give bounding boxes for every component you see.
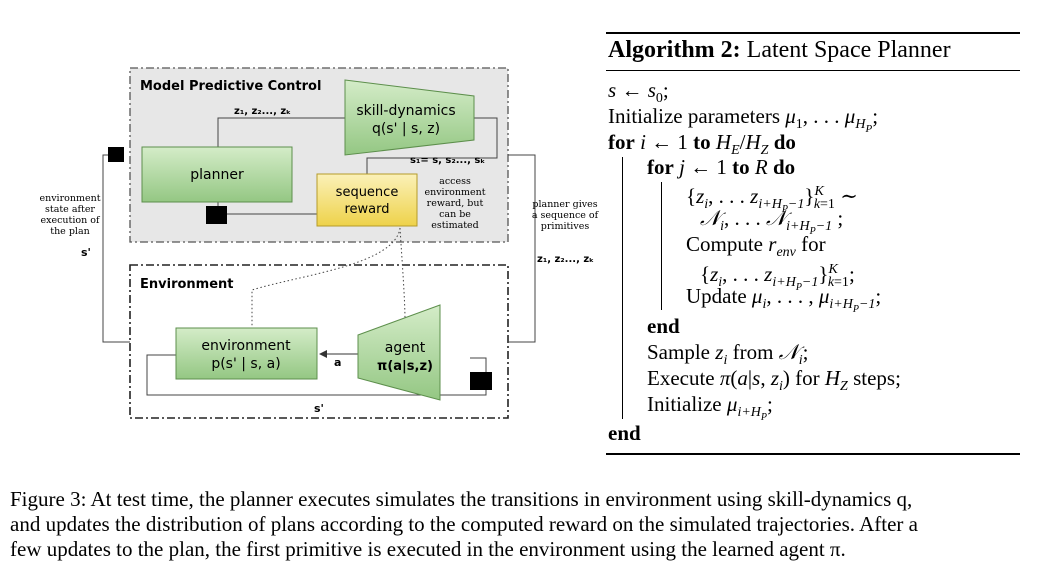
agent-block xyxy=(357,304,441,401)
planner-gives-note: planner gives a sequence of primitives xyxy=(532,199,600,232)
skill-dynamics-formula: q(s' | s, z) xyxy=(372,121,440,137)
figure-caption: Figure 3: At test time, the planner exec… xyxy=(10,487,1046,562)
algorithm-line-8: {zi, . . . zi+HP−1}Kk=1; xyxy=(700,262,855,293)
algorithm-line-1: s ← s0; xyxy=(608,78,669,107)
s-sequence: s₁= s, s₂..., sₖ xyxy=(410,155,485,166)
environment-formula: p(s' | s, a) xyxy=(211,356,280,372)
agent-label: agent xyxy=(385,340,426,356)
env-state-note: environment state after execution of the… xyxy=(39,193,101,237)
algorithm-title-rule xyxy=(606,70,1020,71)
algorithm-line-10: end xyxy=(647,314,680,338)
for-j-scope-bar xyxy=(661,182,662,310)
access-note-line: access xyxy=(439,176,471,187)
skill-dynamics-block xyxy=(344,79,475,156)
agent-marker xyxy=(470,372,492,390)
planner-gives-note-line: primitives xyxy=(541,221,590,232)
sequence-reward-block xyxy=(316,173,418,227)
access-note: access environment reward, but can be es… xyxy=(424,176,485,231)
agent-policy: π(a|s,z) xyxy=(377,359,433,374)
caption-line: and updates the distribution of plans ac… xyxy=(10,512,918,536)
access-note-line: can be xyxy=(439,209,471,220)
planner-gives-note-line: planner gives xyxy=(532,199,597,210)
access-note-line: estimated xyxy=(431,220,479,231)
environment-title: Environment xyxy=(140,277,234,292)
mpc-diagram: Model Predictive Control Environment sk xyxy=(39,67,600,419)
env-state-note-line: execution of xyxy=(41,215,101,226)
planner-marker xyxy=(206,206,227,224)
environment-block xyxy=(175,327,318,380)
s-prime-left: s' xyxy=(81,246,91,259)
action-label: a xyxy=(334,356,341,369)
algorithm-line-13: Initialize μi+HP; xyxy=(647,392,773,423)
algorithm-title-name: Latent Space Planner xyxy=(740,37,951,63)
env-state-note-line: environment xyxy=(39,193,100,204)
algorithm-top-rule xyxy=(606,32,1020,34)
caption-line: few updates to the plan, the first primi… xyxy=(10,537,846,561)
for-i-scope-bar xyxy=(622,157,623,419)
algorithm-line-9: Update μi, . . . , μi+HP−1; xyxy=(686,284,882,315)
sequence-reward-label-1: sequence xyxy=(336,185,399,200)
skill-dynamics-label: skill-dynamics xyxy=(356,103,455,119)
s-prime-bottom: s' xyxy=(314,402,324,415)
algorithm-bottom-rule xyxy=(606,453,1020,455)
env-state-note-line: the plan xyxy=(50,226,89,237)
planner-block xyxy=(141,146,293,203)
algorithm-line-6: 𝒩i, . . . 𝒩i+HP−1 ; xyxy=(700,206,844,237)
algorithm-line-2: Initialize parameters μ1, . . . μHP; xyxy=(608,104,879,135)
algorithm-line-3: for i ← 1 to HE/HZ do xyxy=(608,130,796,159)
access-note-line: environment xyxy=(424,187,485,198)
algorithm-line-12: Execute π(a|s, zi) for HZ steps; xyxy=(647,366,901,395)
sequence-reward-label-2: reward xyxy=(344,202,389,217)
planner-label: planner xyxy=(190,167,244,183)
mpc-title: Model Predictive Control xyxy=(140,79,321,94)
algorithm-line-14: end xyxy=(608,421,641,445)
algorithm-line-7: Compute renv for xyxy=(686,232,826,261)
state-marker xyxy=(108,147,124,162)
algorithm-line-11: Sample zi from 𝒩i; xyxy=(647,340,809,369)
algorithm-line-5: {zi, . . . zi+HP−1}Kk=1 ∼ xyxy=(686,184,858,215)
algorithm-line-4: for j ← 1 to R do xyxy=(647,155,796,179)
algorithm-title-number: Algorithm 2: xyxy=(608,37,741,63)
z-sequence-top: z₁, z₂..., zₖ xyxy=(234,106,291,117)
planner-gives-note-line: a sequence of xyxy=(532,210,600,221)
env-state-note-line: state after xyxy=(45,204,95,215)
z-sequence-right: z₁, z₂..., zₖ xyxy=(537,254,594,265)
environment-label: environment xyxy=(201,338,291,354)
caption-line: Figure 3: At test time, the planner exec… xyxy=(10,487,913,511)
access-note-line: reward, but xyxy=(427,198,484,209)
algorithm-title: Algorithm 2: Latent Space Planner xyxy=(608,37,951,64)
